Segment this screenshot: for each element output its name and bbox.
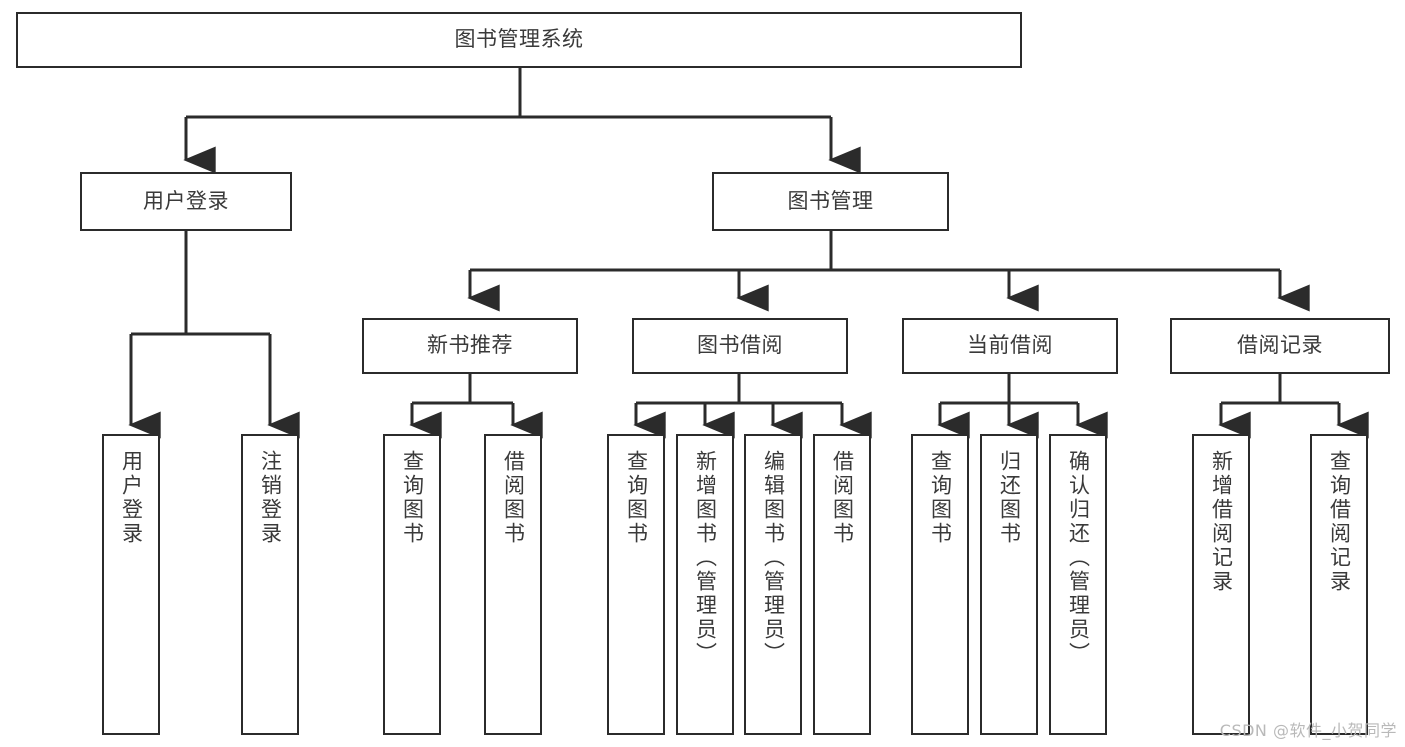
node-new-book-recommendation[interactable]: 新书推荐 — [362, 318, 578, 374]
node-label: 查询图书 — [400, 450, 425, 546]
node-leaf-user-login[interactable]: 用户登录 — [102, 434, 160, 735]
edge-group-new-book — [409, 374, 543, 439]
node-label: 图书管理系统 — [454, 27, 584, 52]
node-label: 借阅图书 — [830, 450, 855, 546]
node-label: 查询图书 — [928, 450, 953, 546]
node-label: 借阅图书 — [501, 450, 526, 546]
node-user-login[interactable]: 用户登录 — [80, 172, 292, 231]
node-leaf-borrow-book-recommend[interactable]: 借阅图书 — [484, 434, 542, 735]
node-leaf-query-borrow-record[interactable]: 查询借阅记录 — [1310, 434, 1368, 735]
edge-group-user-login — [128, 231, 300, 439]
edge-group-current-borrow — [937, 374, 1108, 439]
edge-group-borrow-record — [1218, 374, 1369, 439]
node-book-borrowing[interactable]: 图书借阅 — [632, 318, 848, 374]
node-leaf-add-borrow-record[interactable]: 新增借阅记录 — [1192, 434, 1250, 735]
edge-group-book-borrow — [633, 374, 872, 439]
node-book-management[interactable]: 图书管理 — [712, 172, 949, 231]
node-borrowing-record[interactable]: 借阅记录 — [1170, 318, 1390, 374]
node-leaf-return-book[interactable]: 归还图书 — [980, 434, 1038, 735]
node-label: 查询借阅记录 — [1327, 450, 1352, 594]
node-label: 图书管理 — [787, 188, 874, 213]
node-label: 确认归还（管理员） — [1066, 450, 1091, 666]
node-leaf-query-book-recommend[interactable]: 查询图书 — [383, 434, 441, 735]
node-current-borrowing[interactable]: 当前借阅 — [902, 318, 1118, 374]
node-label: 新增图书（管理员） — [693, 450, 718, 666]
edge-group-book-manage — [467, 231, 1310, 312]
node-label: 归还图书 — [997, 450, 1022, 546]
node-label: 新增借阅记录 — [1209, 450, 1234, 594]
node-label: 注销登录 — [258, 450, 283, 546]
node-label: 查询图书 — [624, 450, 649, 546]
node-root-book-management-system[interactable]: 图书管理系统 — [16, 12, 1022, 68]
node-leaf-query-book-borrow[interactable]: 查询图书 — [607, 434, 665, 735]
node-label: 借阅记录 — [1237, 333, 1323, 358]
node-leaf-borrow-book[interactable]: 借阅图书 — [813, 434, 871, 735]
node-leaf-logout[interactable]: 注销登录 — [241, 434, 299, 735]
node-label: 新书推荐 — [427, 333, 513, 358]
node-leaf-edit-book-admin[interactable]: 编辑图书（管理员） — [744, 434, 802, 735]
node-label: 用户登录 — [119, 450, 144, 546]
node-label: 用户登录 — [143, 188, 229, 213]
node-label: 图书借阅 — [697, 333, 783, 358]
edge-group-root — [183, 68, 861, 174]
node-leaf-add-book-admin[interactable]: 新增图书（管理员） — [676, 434, 734, 735]
node-label: 编辑图书（管理员） — [761, 450, 786, 666]
node-leaf-confirm-return-admin[interactable]: 确认归还（管理员） — [1049, 434, 1107, 735]
node-label: 当前借阅 — [967, 333, 1053, 358]
node-leaf-query-book-current[interactable]: 查询图书 — [911, 434, 969, 735]
